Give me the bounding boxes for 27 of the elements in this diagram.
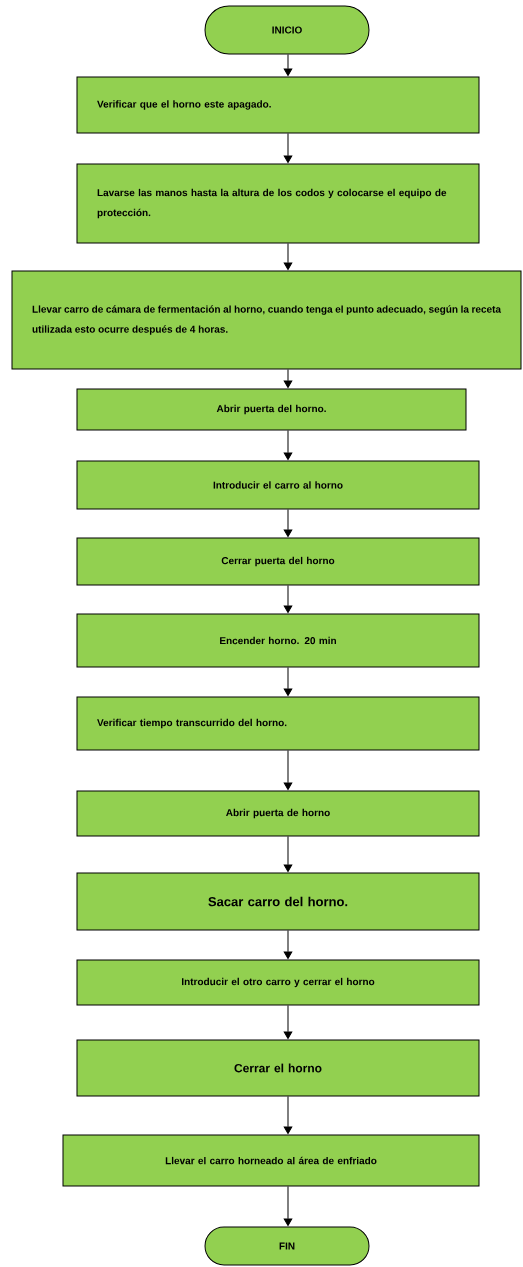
process-box: Verificar tiempo transcurrido del horno. [76,696,480,751]
arrow [283,1005,293,1039]
arrow [283,1186,293,1226]
process-box: Llevar el carro horneado al área de enfriado [62,1134,480,1187]
process-box: Sacar carro del horno. [76,872,480,931]
process-box: Verificar que el horno este apagado. [76,76,480,134]
arrow [283,243,293,270]
process-box: Cerrar puerta del horno [76,537,480,586]
process-box: Lavarse las manos hasta la altura de los codos y colocarse el equipo de protección. [76,163,480,244]
arrow [283,750,293,790]
arrow [283,836,293,872]
process-box: Abrir puerta del horno. [76,388,467,431]
process-box: Introducir el otro carro y cerrar el horno [76,959,480,1006]
process-box: Encender horno. 20 min [76,613,480,668]
arrow [283,509,293,537]
process-box: Introducir el carro al horno [76,460,480,510]
arrow [283,54,293,76]
arrow [283,585,293,613]
arrow [283,430,293,460]
arrow [283,667,293,696]
arrow [283,133,293,163]
process-box: Abrir puerta de horno [76,790,480,837]
arrow [283,369,293,388]
arrow [283,930,293,959]
arrow [283,1096,293,1134]
process-box: Cerrar el horno [76,1039,480,1097]
process-box: Llevar carro de cámara de fermentación al horno, cuando tenga el punto adecuado, según la receta utilizada esto ocurre después de 4 horas. [11,270,522,370]
